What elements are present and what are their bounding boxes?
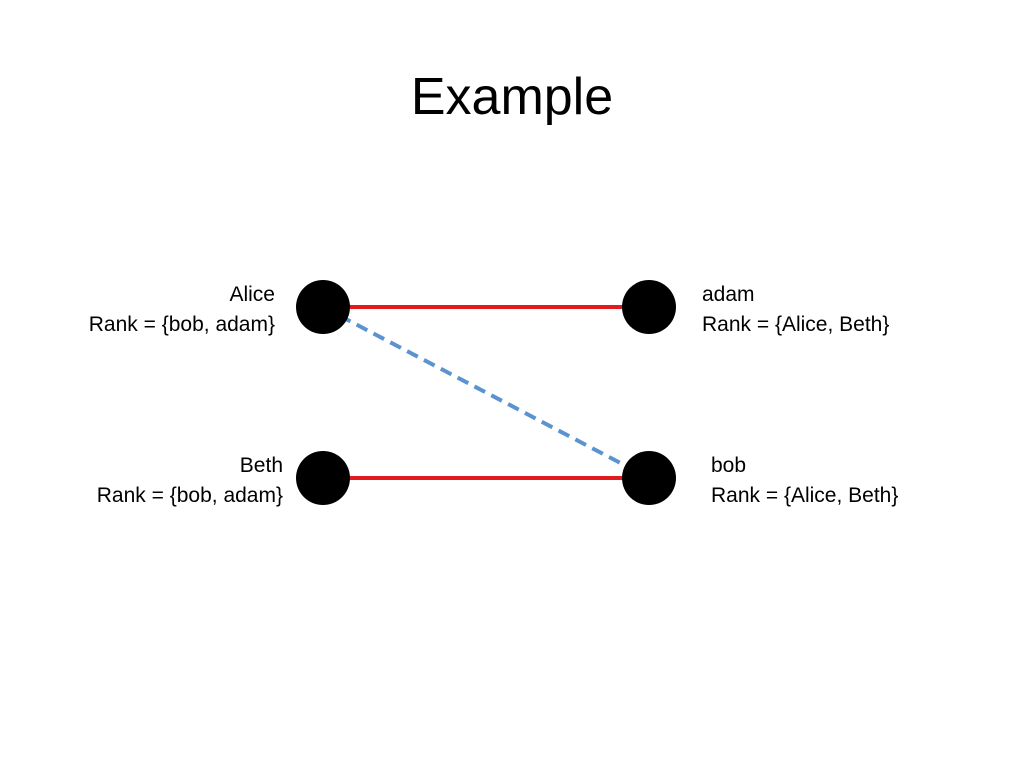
- node-rank-alice: Rank = {bob, adam}: [88, 313, 275, 336]
- slide-title: Example: [410, 68, 614, 126]
- node-name-alice: Alice: [229, 283, 275, 306]
- edge-alice-bob-dashed: [322, 305, 650, 480]
- node-name-bob: bob: [711, 454, 747, 477]
- node-adam: [622, 280, 676, 334]
- node-alice: [296, 280, 350, 334]
- node-label-adam: adam Rank = {Alice, Beth}: [702, 280, 889, 340]
- node-bob: [622, 451, 676, 505]
- node-name-adam: adam: [702, 283, 755, 306]
- node-label-bob: bob Rank = {Alice, Beth}: [711, 451, 898, 511]
- node-label-beth: Beth Rank = {bob, adam}: [97, 451, 283, 511]
- node-name-beth: Beth: [239, 454, 283, 477]
- node-rank-beth: Rank = {bob, adam}: [96, 484, 283, 507]
- node-rank-adam: Rank = {Alice, Beth}: [702, 313, 890, 336]
- node-beth: [296, 451, 350, 505]
- node-rank-bob: Rank = {Alice, Beth}: [711, 484, 899, 507]
- node-label-alice: Alice Rank = {bob, adam}: [89, 280, 275, 340]
